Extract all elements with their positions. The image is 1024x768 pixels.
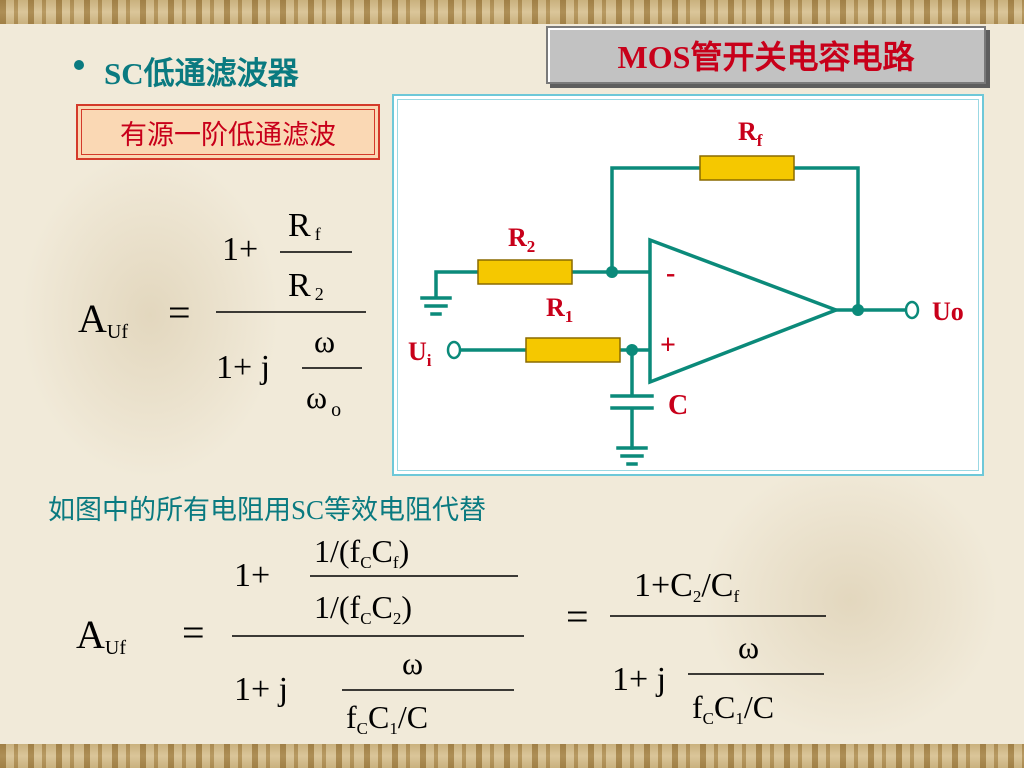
formula-sc-gain-svg: AUf = 1+ 1/(fCCf) 1/(fCC2) 1+ j ω fCC1/C (76, 533, 524, 738)
op-amp (648, 237, 841, 385)
f3-den-one-plus-j: 1+ j (612, 661, 666, 698)
formula-sc-gain-simplified-svg: = 1+C2/Cf 1+ j ω fCC1/C (566, 567, 826, 728)
filter-type-text: 有源一阶低通滤波 (120, 119, 336, 150)
f3-eq: = (566, 594, 589, 639)
f2-eq: = (182, 610, 205, 655)
f2-den-term: fCC1/C (346, 699, 428, 738)
label-r1: R1 (546, 293, 573, 326)
f1-num-one-plus: 1+ (222, 231, 258, 268)
title-box: MOS管开关电容电路 (546, 26, 986, 84)
sc-equivalence-note: 如图中的所有电阻用SC等效电阻代替 (48, 495, 487, 525)
bullet-point (74, 60, 84, 70)
f2-num-one-plus: 1+ (234, 557, 270, 594)
ground-capacitor (616, 446, 648, 466)
f3-numerator: 1+C2/Cf (634, 567, 739, 606)
label-minus: - (666, 258, 675, 289)
formula-sc-gain: AUf = 1+ 1/(fCCf) 1/(fCC2) 1+ j ω fCC1/C (70, 526, 540, 750)
f1-eq: = (168, 290, 191, 335)
label-rf: Rf (738, 117, 763, 150)
f2-bottom-term: 1/(fCC2) (314, 589, 412, 628)
terminal-output (904, 300, 920, 320)
f1-lhs: AUf (78, 296, 128, 343)
f2-omega: ω (402, 645, 423, 681)
background-ornament-left (20, 150, 280, 480)
filter-type-label: 有源一阶低通滤波 (76, 104, 380, 160)
label-output: Uo (932, 297, 964, 326)
f3-den-term: fCC1/C (692, 689, 774, 728)
slide-title: MOS管开关电容电路 (617, 39, 915, 75)
terminal-input (446, 340, 462, 360)
slide-heading: SC低通滤波器 (104, 56, 299, 91)
decorative-border-top (0, 0, 1024, 24)
label-capacitor: C (668, 390, 688, 421)
formula-sc-gain-simplified: = 1+C2/Cf 1+ j ω fCC1/C (562, 548, 842, 738)
f2-top-term: 1/(fCCf) (314, 533, 409, 572)
junction-noninverting (626, 344, 638, 356)
label-r2: R2 (508, 223, 535, 256)
f1-den-one-plus-j: 1+ j (216, 349, 270, 386)
resistor-r2 (477, 259, 573, 285)
f3-omega: ω (738, 629, 759, 665)
f2-den-one-plus-j: 1+ j (234, 671, 288, 708)
wire-feedback (610, 166, 860, 312)
f2-lhs: AUf (76, 612, 126, 659)
ground-left (420, 296, 452, 316)
f1-omega: ω (314, 323, 335, 359)
decorative-border-bottom (0, 744, 1024, 768)
circuit-svg: Rf R2 R1 C Ui Uo - + (408, 117, 964, 466)
label-input: Ui (408, 337, 432, 370)
resistor-r1 (525, 337, 621, 363)
circuit-diagram: Rf R2 R1 C Ui Uo - + (392, 94, 984, 476)
junction-output (852, 304, 864, 316)
resistor-rf (699, 155, 795, 181)
label-plus: + (660, 330, 676, 361)
junction-inverting (606, 266, 618, 278)
wire-capacitor (610, 348, 654, 450)
background-ornament-right (700, 460, 1000, 740)
